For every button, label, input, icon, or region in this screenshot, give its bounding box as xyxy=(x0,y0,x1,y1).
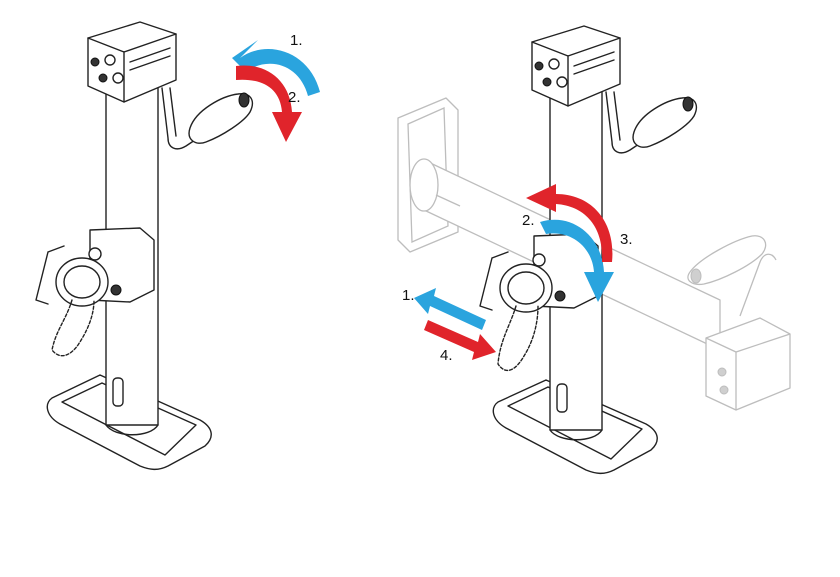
right-lock-pin xyxy=(479,251,509,311)
left-crank-handle xyxy=(188,93,254,144)
left-lock-pin xyxy=(35,245,65,305)
right-crank-arm xyxy=(605,91,643,154)
right-step-4-label: 4. xyxy=(440,347,453,364)
left-raise-arrow xyxy=(232,40,320,96)
left-crank-arm xyxy=(161,87,199,150)
right-chain xyxy=(497,305,539,372)
right-pull-pin-arrow xyxy=(414,288,486,330)
right-crank-handle xyxy=(632,97,698,148)
right-rotate-up-arrow xyxy=(526,184,613,262)
right-jack xyxy=(479,25,698,475)
left-bolt-icon xyxy=(90,57,100,67)
left-lower-arrow xyxy=(236,65,302,142)
right-rotate-down-arrow xyxy=(540,219,614,302)
right-insert-pin-arrow xyxy=(424,320,496,360)
right-step-2-label: 2. xyxy=(522,212,535,229)
right-bolt-icon xyxy=(534,61,544,71)
left-jack xyxy=(35,21,254,471)
left-step-1-label: 1. xyxy=(290,32,303,49)
left-chain xyxy=(51,299,95,357)
right-step-1-label: 1. xyxy=(402,287,415,304)
left-step-2-label: 2. xyxy=(288,89,301,106)
right-step-3-label: 3. xyxy=(620,231,633,248)
